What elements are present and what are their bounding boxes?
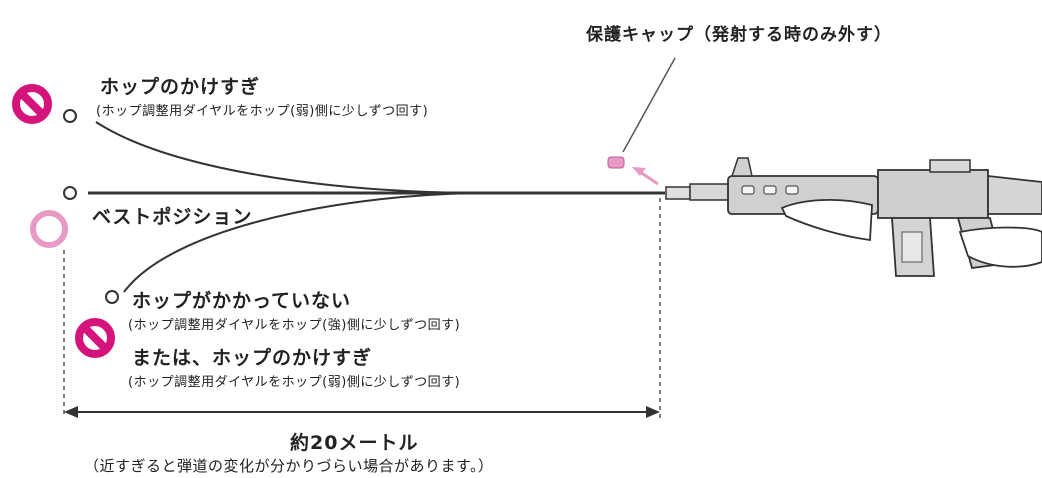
cap-label: 保護キャップ（発射する時のみ外す） bbox=[586, 25, 892, 45]
protective-cap-icon bbox=[607, 156, 625, 169]
distance-arrow bbox=[64, 406, 660, 418]
under-hop-point bbox=[105, 290, 119, 304]
under-hop-note: (ホップ調整用ダイヤルをホップ(強)側に少しずつ回す) bbox=[128, 318, 461, 333]
under-hop-alt-title: または、ホップのかけすぎ bbox=[132, 347, 373, 369]
over-hop-note: (ホップ調整用ダイヤルをホップ(弱)側に少しずつ回す) bbox=[96, 104, 429, 119]
over-hop-title: ホップのかけすぎ bbox=[100, 76, 261, 98]
distance-note: （近すぎると弾道の変化が分かりづらい場合があります。） bbox=[84, 457, 494, 475]
over-hop-point bbox=[63, 109, 77, 123]
under-hop-trajectory bbox=[123, 192, 476, 293]
cap-direction-arrow bbox=[632, 167, 659, 186]
over-hop-trajectory bbox=[95, 121, 476, 194]
prohibited-icon bbox=[12, 84, 52, 124]
ok-circle-icon bbox=[30, 210, 68, 248]
under-hop-title: ホップがかかっていない bbox=[132, 290, 352, 312]
rifle-illustration bbox=[665, 157, 1042, 277]
distance-label: 約20メートル bbox=[290, 432, 419, 454]
best-title: ベストポジション bbox=[92, 206, 253, 228]
under-hop-alt-note: (ホップ調整用ダイヤルをホップ(弱)側に少しずつ回す) bbox=[128, 375, 461, 390]
best-point bbox=[63, 186, 77, 200]
cap-leader-line bbox=[622, 57, 676, 153]
prohibited-icon bbox=[75, 318, 115, 358]
